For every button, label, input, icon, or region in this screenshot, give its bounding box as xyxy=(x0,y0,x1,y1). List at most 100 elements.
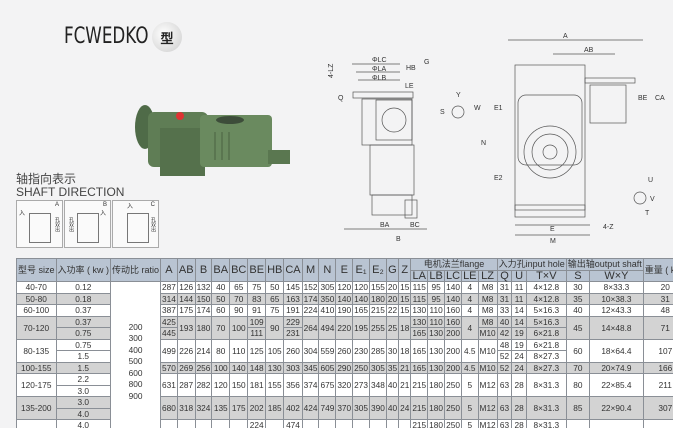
cell-value: 4×12.8 xyxy=(525,281,567,294)
side-view-drawing xyxy=(344,63,427,230)
cell-value: 350 xyxy=(318,292,337,305)
cell-value: 45 xyxy=(385,419,400,428)
cell-value: 107 xyxy=(642,338,673,363)
cell-value: 90 xyxy=(229,304,249,317)
header-input-hole: 入力孔input hole xyxy=(496,258,567,271)
cell-value: 163 xyxy=(283,292,303,305)
cell-value: 215 xyxy=(410,419,429,428)
header-flange: 电机法兰flange xyxy=(410,258,498,271)
cell-value: 110 xyxy=(427,315,445,328)
cell-value: 24 xyxy=(511,350,527,363)
header-CA: CA xyxy=(283,258,303,282)
header-LZ: LZ xyxy=(477,269,498,282)
cell-value: 305 xyxy=(369,361,387,374)
cell-value: 50 xyxy=(211,292,231,305)
cell-value: 224 xyxy=(301,304,320,317)
cell-value: 374 xyxy=(301,373,320,397)
cell-value: 24 xyxy=(511,361,527,374)
cell-value: 130 xyxy=(427,361,445,374)
cell-value: 8×31.3 xyxy=(525,396,567,420)
cell-value: 390 xyxy=(369,396,387,420)
direction-label: B xyxy=(102,202,107,208)
cell-value: 120 xyxy=(352,281,370,294)
cell-value: 110 xyxy=(427,304,445,317)
header-BC: BC xyxy=(229,258,249,282)
header-LB: LB xyxy=(427,269,445,282)
cell-value: 31 xyxy=(496,292,513,305)
cell-value: 11 xyxy=(511,281,527,294)
cell-value: M12 xyxy=(477,396,498,420)
cell-value: 920 xyxy=(318,419,337,428)
cell-value: 155 xyxy=(265,373,285,397)
ratio-value: 500 xyxy=(128,356,143,367)
cell-value: 307 xyxy=(642,396,673,420)
side-view-labels: ΦLC ΦLA ΦLB 4-LZ HB G LE Q BA BC B xyxy=(328,57,429,243)
cell-value: 285 xyxy=(369,338,387,363)
header-B: B xyxy=(194,258,213,282)
cell-value: 605 xyxy=(318,361,337,374)
cell-value: 425 xyxy=(160,315,178,328)
cell-value: 318 xyxy=(176,396,196,420)
cell-value: 14×48.8 xyxy=(589,315,644,340)
cell-value: 4×12.8 xyxy=(525,292,567,305)
cell-value: 40 xyxy=(496,315,513,328)
cell-value: 52 xyxy=(496,361,513,374)
cell-value: 40 xyxy=(385,373,400,397)
cell-value: 18 xyxy=(398,315,412,340)
cell-value: 4.0 xyxy=(55,407,112,420)
svg-text:Q: Q xyxy=(338,95,344,102)
header-Z: Z xyxy=(398,258,412,282)
cell-value: 148 xyxy=(247,361,267,374)
ratio-value: 900 xyxy=(128,390,143,401)
cell-value: 160 xyxy=(443,315,463,328)
cell-value: 21 xyxy=(398,373,412,397)
cell-value: 474 xyxy=(283,419,303,428)
cell-value: 70 xyxy=(565,361,591,374)
cell-value: 749 xyxy=(318,396,337,420)
cell-value: 63 xyxy=(496,419,513,428)
cell-value: 215 xyxy=(369,304,387,317)
cell-value: 570 xyxy=(160,361,178,374)
cell-value: 5 xyxy=(461,396,479,420)
cell-value: 115 xyxy=(410,281,429,294)
svg-text:G: G xyxy=(424,59,429,66)
cell-value: 63 xyxy=(496,373,513,397)
cell-value: 65 xyxy=(229,281,249,294)
cell-value: 140 xyxy=(229,361,249,374)
cell-value: 269 xyxy=(176,361,196,374)
cell-value: 14 xyxy=(511,315,527,328)
cell-value: 19 xyxy=(511,327,527,340)
cell-size: 60-100 xyxy=(16,304,57,317)
cell-value: 140 xyxy=(443,281,463,294)
direction-label: A xyxy=(54,202,59,208)
cell-value: 130 xyxy=(410,304,429,317)
cell-value: 180 xyxy=(194,315,213,340)
gearbox-photo xyxy=(135,105,290,176)
cell-value: 140 xyxy=(443,292,463,305)
cell-size: 70-120 xyxy=(16,315,57,340)
cell-value: 484 xyxy=(642,419,673,428)
keyway-detail-drawing: Y S W xyxy=(440,92,481,119)
cell-value: 0.18 xyxy=(55,292,112,305)
cell-value: 2.2 xyxy=(55,373,112,386)
cell-value: 211 xyxy=(642,373,673,397)
cell-value: 305 xyxy=(318,281,337,294)
cell-value: 50 xyxy=(265,281,285,294)
cell-value: 387 xyxy=(160,304,178,317)
header-LE: LE xyxy=(461,269,479,282)
cell-value: 100 xyxy=(211,361,231,374)
cell-value: 111 xyxy=(247,327,267,340)
cell-value: 19 xyxy=(511,338,527,351)
svg-text:W: W xyxy=(474,105,481,112)
cell-size: 120-175 xyxy=(16,373,57,397)
svg-text:AB: AB xyxy=(584,47,594,54)
gearbox-outline-icon xyxy=(77,213,99,243)
cell-value: 28 xyxy=(511,419,527,428)
cell-value: 200 xyxy=(229,419,249,428)
cell-value: 120 xyxy=(335,281,354,294)
header-T×V: T×V xyxy=(525,269,567,282)
